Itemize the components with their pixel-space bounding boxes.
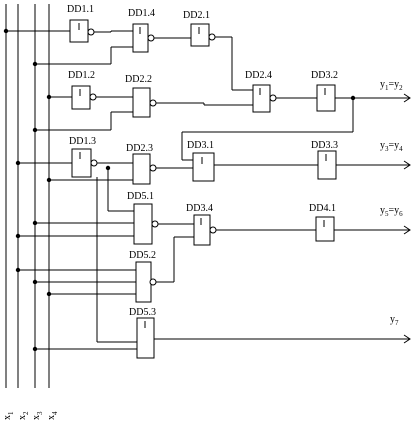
junction-dot (32, 61, 38, 67)
label-dd3-1: DD3.1 (187, 140, 214, 151)
bubble-dd5-2 (149, 278, 157, 286)
input-sub: 1 (7, 411, 15, 415)
junction-dot (15, 160, 21, 166)
label-dd2-2: DD2.2 (125, 74, 152, 85)
bubble-dd1-1 (87, 28, 95, 36)
bubble-dd3-4 (209, 226, 217, 234)
label-dd5-3: DD5.3 (129, 307, 156, 318)
gate-dd3-1 (192, 152, 215, 182)
gate-dd2-1 (190, 23, 210, 47)
svg-text:x4: x4 (46, 411, 59, 420)
arrow-y3 (403, 160, 411, 170)
gate-dd1-3 (71, 148, 92, 178)
label-dd3-2: DD3.2 (311, 70, 338, 81)
bubble-dd2-1 (208, 33, 216, 41)
label-dd3-4: DD3.4 (186, 203, 213, 214)
svg-text:x2: x2 (17, 411, 30, 420)
input-main: x (46, 415, 57, 420)
output-eq: =y (389, 140, 400, 151)
gate-dd3-4 (193, 214, 211, 246)
output-sub: 5 (385, 210, 389, 218)
bubble-dd1-2 (89, 93, 97, 101)
label-dd2-4: DD2.4 (245, 70, 272, 81)
gate-dd4-1 (315, 216, 335, 242)
output-label-y1-y2: y1=y2 (380, 79, 403, 92)
input-main: x (31, 415, 42, 420)
output-main: y (380, 140, 385, 151)
input-main: x (17, 415, 28, 420)
output-label-y3-y4: y3=y4 (380, 140, 403, 153)
junction-dot (46, 94, 52, 100)
junction-dot (3, 28, 9, 34)
output-label-y5-y6: y5=y6 (380, 205, 403, 218)
junction-dot (15, 233, 21, 239)
gate-dd5-1 (133, 203, 153, 245)
svg-text:x3: x3 (31, 411, 44, 420)
gate-dd3-2 (316, 84, 336, 112)
output-main: y (380, 205, 385, 216)
input-main: x (2, 415, 13, 420)
arrow-y7 (403, 334, 411, 344)
label-dd1-1: DD1.1 (67, 4, 94, 15)
output-main: y (380, 79, 385, 90)
gate-dd5-3 (136, 317, 155, 359)
input-label-x4: x4 (46, 411, 59, 420)
gate-dd2-2 (132, 87, 151, 118)
label-dd1-3: DD1.3 (69, 136, 96, 147)
junction-dot (32, 346, 38, 352)
svg-text:x1: x1 (2, 411, 15, 420)
junction-dot (350, 95, 356, 101)
gate-dd5-2 (135, 261, 152, 303)
output-sub: 6 (399, 210, 403, 218)
junction-dot (105, 165, 111, 171)
output-sub: 4 (399, 145, 403, 153)
label-dd3-3: DD3.3 (311, 140, 338, 151)
gate-dd2-4 (252, 84, 271, 113)
junction-dot (46, 177, 52, 183)
output-label-y7: y7 (390, 314, 399, 327)
junction-dot (15, 267, 21, 273)
output-sub: 2 (399, 84, 403, 92)
bubble-dd2-3 (149, 164, 157, 172)
junction-dot (32, 220, 38, 226)
label-dd5-1: DD5.1 (127, 191, 154, 202)
bubble-dd5-1 (151, 220, 159, 228)
input-sub: 3 (36, 411, 44, 415)
output-sub: 7 (395, 319, 399, 327)
input-sub: 4 (51, 411, 59, 415)
output-eq: =y (389, 205, 400, 216)
junction-dot (32, 127, 38, 133)
arrow-y1 (403, 93, 411, 103)
bubble-dd2-2 (149, 99, 157, 107)
output-sub: 3 (385, 145, 389, 153)
label-dd2-1: DD2.1 (183, 10, 210, 21)
label-dd5-2: DD5.2 (129, 250, 156, 261)
output-main: y (390, 314, 395, 325)
label-dd1-4: DD1.4 (128, 8, 155, 19)
junction-dot (46, 291, 52, 297)
gate-dd2-3 (132, 153, 151, 185)
input-label-x3: x3 (31, 411, 44, 420)
gate-dd1-2 (71, 85, 91, 110)
junction-dot (32, 279, 38, 285)
arrow-y5 (403, 225, 411, 235)
output-sub: 1 (385, 84, 389, 92)
label-dd1-2: DD1.2 (68, 70, 95, 81)
gate-dd3-3 (317, 150, 337, 180)
input-label-x1: x1 (2, 411, 15, 420)
input-sub: 2 (22, 411, 30, 415)
output-eq: =y (389, 79, 400, 90)
bubble-dd2-4 (269, 94, 277, 102)
bubble-dd1-4 (147, 34, 155, 42)
bubble-dd1-3 (90, 159, 98, 167)
input-label-x2: x2 (17, 411, 30, 420)
label-dd2-3: DD2.3 (126, 143, 153, 154)
label-dd4-1: DD4.1 (309, 203, 336, 214)
